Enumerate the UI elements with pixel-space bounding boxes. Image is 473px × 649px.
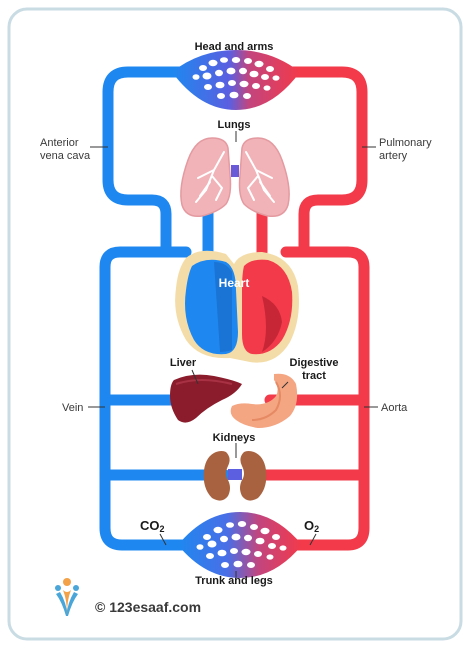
- label-trunk-and-legs: Trunk and legs: [195, 575, 273, 587]
- watermark-text: © 123esaaf.com: [95, 599, 201, 615]
- label-vein: Vein: [62, 402, 83, 414]
- label-anterior-vena-cava-line2: vena cava: [40, 150, 91, 162]
- label-kidneys: Kidneys: [213, 432, 256, 444]
- label-liver: Liver: [170, 357, 197, 369]
- kidneys: [203, 451, 267, 501]
- label-co2-sub: 2: [160, 524, 165, 534]
- leader-lines: [88, 131, 378, 580]
- label-aorta: Aorta: [381, 402, 408, 414]
- brand-logo-icon: [55, 578, 79, 616]
- label-co2: CO2: [140, 518, 165, 534]
- lungs: [180, 137, 290, 218]
- label-o2-main: O: [304, 518, 314, 533]
- label-lungs: Lungs: [218, 119, 251, 131]
- heart: [175, 250, 299, 363]
- vein-vessels: [99, 66, 231, 551]
- trunk-capillary-bed: [178, 512, 302, 578]
- label-head-and-arms: Head and arms: [195, 41, 274, 53]
- label-digestive-tract-line2: tract: [302, 370, 326, 382]
- label-heart: Heart: [219, 276, 250, 290]
- label-digestive-tract-line1: Digestive: [290, 357, 339, 369]
- label-o2-sub: 2: [314, 524, 319, 534]
- digestive-tract: [230, 373, 298, 428]
- label-pulmonary-artery-line1: Pulmonary: [379, 137, 432, 149]
- head-capillary-bed: [172, 50, 300, 110]
- artery-vessels: [244, 66, 370, 551]
- label-o2: O2: [304, 518, 319, 534]
- label-co2-main: CO: [140, 518, 160, 533]
- liver: [170, 374, 242, 423]
- label-anterior-vena-cava-line1: Anterior: [40, 137, 79, 149]
- label-pulmonary-artery-line2: artery: [379, 150, 408, 162]
